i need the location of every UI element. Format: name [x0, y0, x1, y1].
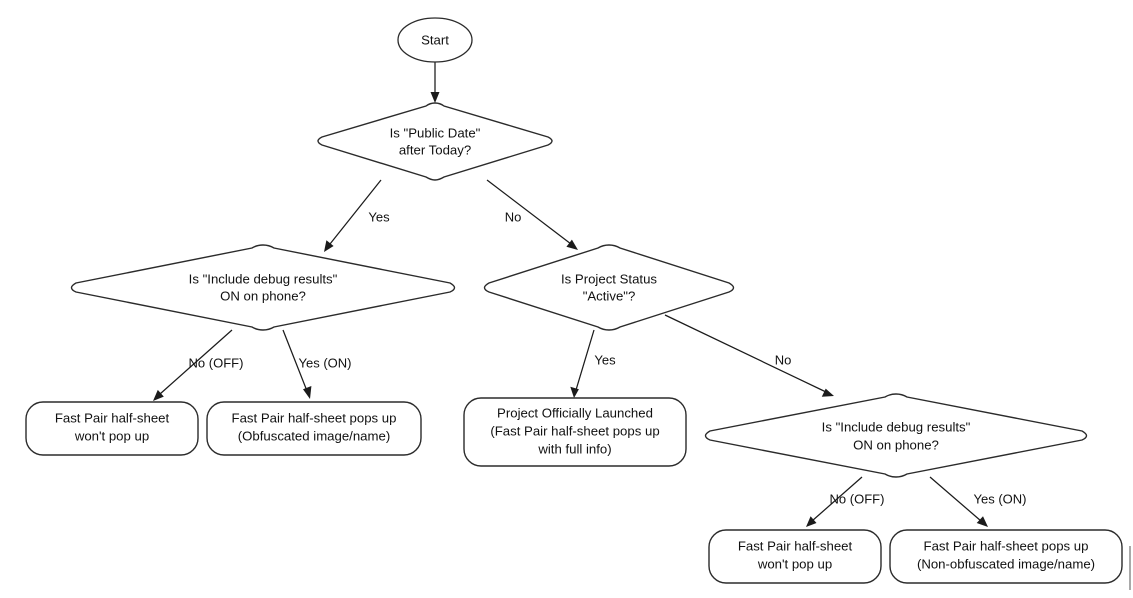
edge-debug-left-on: Yes (ON): [282, 329, 352, 399]
node-project-status-decision[interactable]: Is Project Status "Active"?: [483, 244, 735, 331]
edge-label-debug-left-on: Yes (ON): [299, 355, 352, 370]
node-project-status-line2: "Active"?: [583, 288, 636, 303]
edge-label-debug-right-on: Yes (ON): [974, 491, 1027, 506]
edge-label-debug-left-off: No (OFF): [189, 355, 244, 370]
node-result-right-on[interactable]: Fast Pair half-sheet pops up (Non-obfusc…: [889, 529, 1123, 584]
node-result-left-on[interactable]: Fast Pair half-sheet pops up (Obfuscated…: [206, 401, 422, 456]
node-result-launched-line2: (Fast Pair half-sheet pops up: [490, 423, 659, 438]
node-result-left-on-line2: (Obfuscated image/name): [238, 428, 390, 443]
node-result-right-off[interactable]: Fast Pair half-sheet won't pop up: [708, 529, 882, 584]
node-result-left-off-line2: won't pop up: [74, 428, 149, 443]
node-result-left-on-line1: Fast Pair half-sheet pops up: [232, 410, 397, 425]
edge-project-status-no: No: [664, 314, 834, 397]
node-result-right-off-line1: Fast Pair half-sheet: [738, 538, 853, 553]
node-result-launched-line3: with full info): [537, 441, 611, 456]
edge-label-public-date-no: No: [505, 209, 522, 224]
edge-start-to-public-date: [430, 61, 440, 103]
node-public-date-line2: after Today?: [399, 142, 471, 157]
edge-label-project-status-no: No: [775, 352, 792, 367]
node-project-status-line1: Is Project Status: [561, 271, 657, 286]
node-debug-left-line1: Is "Include debug results": [189, 271, 338, 286]
node-result-launched[interactable]: Project Officially Launched (Fast Pair h…: [463, 397, 687, 467]
node-result-right-on-line2: (Non-obfuscated image/name): [917, 556, 1095, 571]
node-debug-left-line2: ON on phone?: [220, 288, 306, 303]
node-result-left-off[interactable]: Fast Pair half-sheet won't pop up: [25, 401, 199, 456]
edge-public-date-yes: Yes: [324, 179, 390, 252]
node-result-left-off-line1: Fast Pair half-sheet: [55, 410, 170, 425]
edge-debug-right-off: No (OFF): [806, 476, 885, 527]
node-start[interactable]: Start: [397, 17, 473, 63]
node-result-launched-line1: Project Officially Launched: [497, 405, 653, 420]
node-result-right-off-line2: won't pop up: [757, 556, 832, 571]
node-debug-right-line1: Is "Include debug results": [822, 419, 971, 434]
node-debug-left-decision[interactable]: Is "Include debug results" ON on phone?: [70, 244, 456, 331]
edge-public-date-no: No: [486, 179, 578, 250]
node-result-right-on-line1: Fast Pair half-sheet pops up: [924, 538, 1089, 553]
edge-debug-left-off: No (OFF): [153, 329, 244, 401]
edge-label-project-status-yes: Yes: [594, 352, 616, 367]
edge-label-public-date-yes: Yes: [368, 209, 390, 224]
node-public-date-line1: Is "Public Date": [390, 125, 481, 140]
edge-debug-right-on: Yes (ON): [929, 476, 1027, 527]
node-public-date-decision[interactable]: Is "Public Date" after Today?: [317, 102, 553, 181]
edge-label-debug-right-off: No (OFF): [830, 491, 885, 506]
node-start-label: Start: [421, 32, 449, 47]
node-debug-right-line2: ON on phone?: [853, 437, 939, 452]
edge-project-status-yes: Yes: [570, 329, 616, 398]
node-debug-right-decision[interactable]: Is "Include debug results" ON on phone?: [704, 393, 1088, 478]
